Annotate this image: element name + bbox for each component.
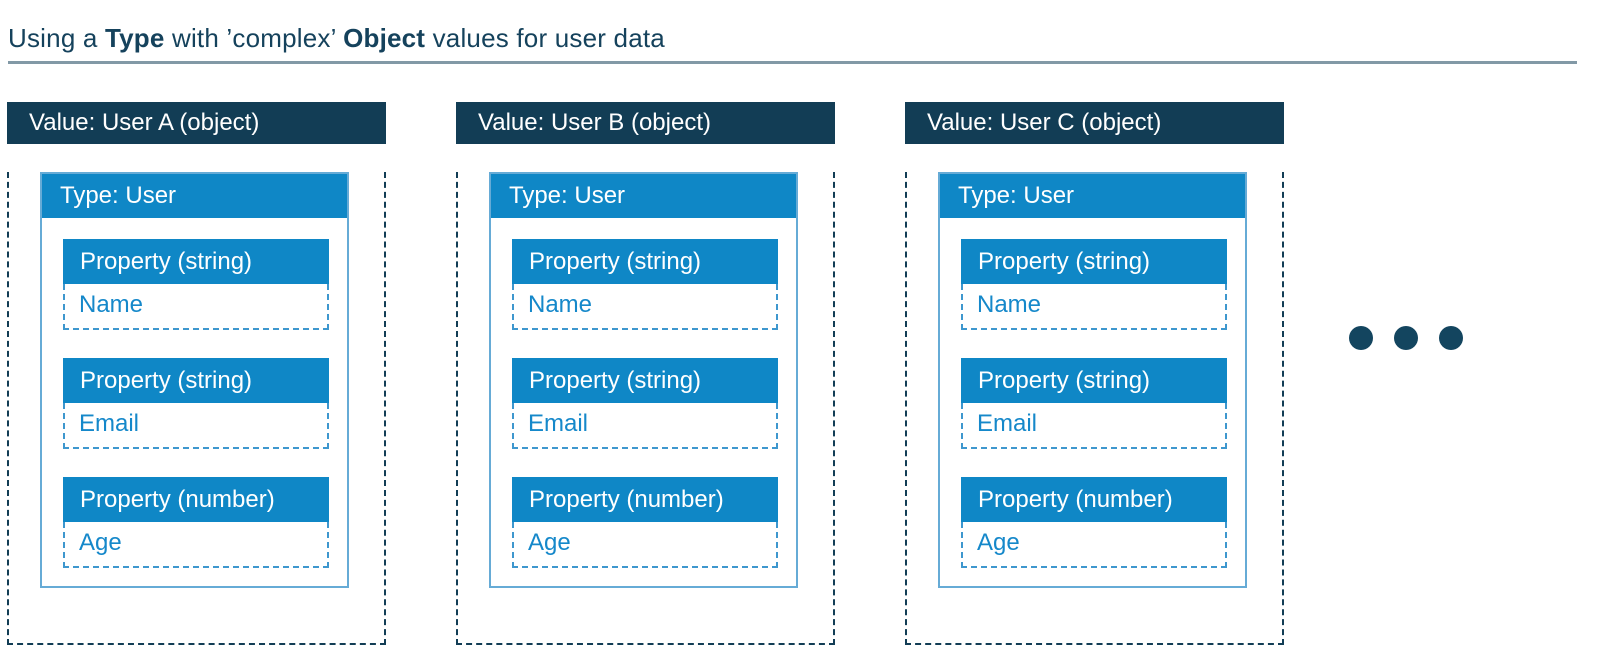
property-value: Name (512, 284, 778, 330)
value-card-user-a: Value: User A (object) Type: User Proper… (7, 102, 386, 645)
property-value: Age (512, 522, 778, 568)
ellipsis-dot (1439, 326, 1463, 350)
title-underline (8, 61, 1577, 64)
property-header: Property (string) (961, 358, 1227, 403)
property-list: Property (string) Name Property (string)… (940, 218, 1245, 568)
property-block: Property (string) Name (63, 239, 329, 330)
type-box-header: Type: User (42, 174, 347, 218)
property-value: Name (63, 284, 329, 330)
property-value: Email (961, 403, 1227, 449)
more-values-ellipsis-icon (1349, 326, 1463, 350)
property-block: Property (string) Email (961, 358, 1227, 449)
title-segment: Using a (8, 23, 105, 53)
type-box-header: Type: User (491, 174, 796, 218)
title-segment: values for user data (425, 23, 665, 53)
value-card-body: Type: User Property (string) Name Proper… (7, 172, 386, 645)
property-header: Property (string) (63, 239, 329, 284)
property-block: Property (number) Age (961, 477, 1227, 568)
property-header: Property (string) (512, 358, 778, 403)
value-card-user-c: Value: User C (object) Type: User Proper… (905, 102, 1284, 645)
property-value: Name (961, 284, 1227, 330)
property-value: Email (63, 403, 329, 449)
value-card-body: Type: User Property (string) Name Proper… (456, 172, 835, 645)
property-header: Property (string) (63, 358, 329, 403)
property-list: Property (string) Name Property (string)… (491, 218, 796, 568)
property-value: Age (961, 522, 1227, 568)
value-card-header: Value: User C (object) (905, 102, 1284, 144)
property-header: Property (number) (63, 477, 329, 522)
value-card-body: Type: User Property (string) Name Proper… (905, 172, 1284, 645)
value-card-header: Value: User B (object) (456, 102, 835, 144)
property-header: Property (string) (961, 239, 1227, 284)
property-header: Property (number) (512, 477, 778, 522)
type-box: Type: User Property (string) Name Proper… (938, 172, 1247, 588)
title-segment-bold: Object (343, 23, 426, 53)
type-box: Type: User Property (string) Name Proper… (489, 172, 798, 588)
property-header: Property (number) (961, 477, 1227, 522)
type-box-header: Type: User (940, 174, 1245, 218)
title-segment-bold: Type (104, 23, 165, 53)
value-card-header: Value: User A (object) (7, 102, 386, 144)
ellipsis-dot (1394, 326, 1418, 350)
property-value: Email (512, 403, 778, 449)
property-block: Property (number) Age (512, 477, 778, 568)
type-box: Type: User Property (string) Name Proper… (40, 172, 349, 588)
value-card-user-b: Value: User B (object) Type: User Proper… (456, 102, 835, 645)
property-header: Property (string) (512, 239, 778, 284)
ellipsis-dot (1349, 326, 1373, 350)
property-block: Property (string) Name (512, 239, 778, 330)
property-block: Property (string) Email (512, 358, 778, 449)
page-title: Using a Type with ’complex’ Object value… (8, 22, 665, 54)
property-list: Property (string) Name Property (string)… (42, 218, 347, 568)
property-block: Property (string) Name (961, 239, 1227, 330)
property-block: Property (string) Email (63, 358, 329, 449)
title-segment: with ’complex’ (164, 23, 344, 53)
property-block: Property (number) Age (63, 477, 329, 568)
property-value: Age (63, 522, 329, 568)
